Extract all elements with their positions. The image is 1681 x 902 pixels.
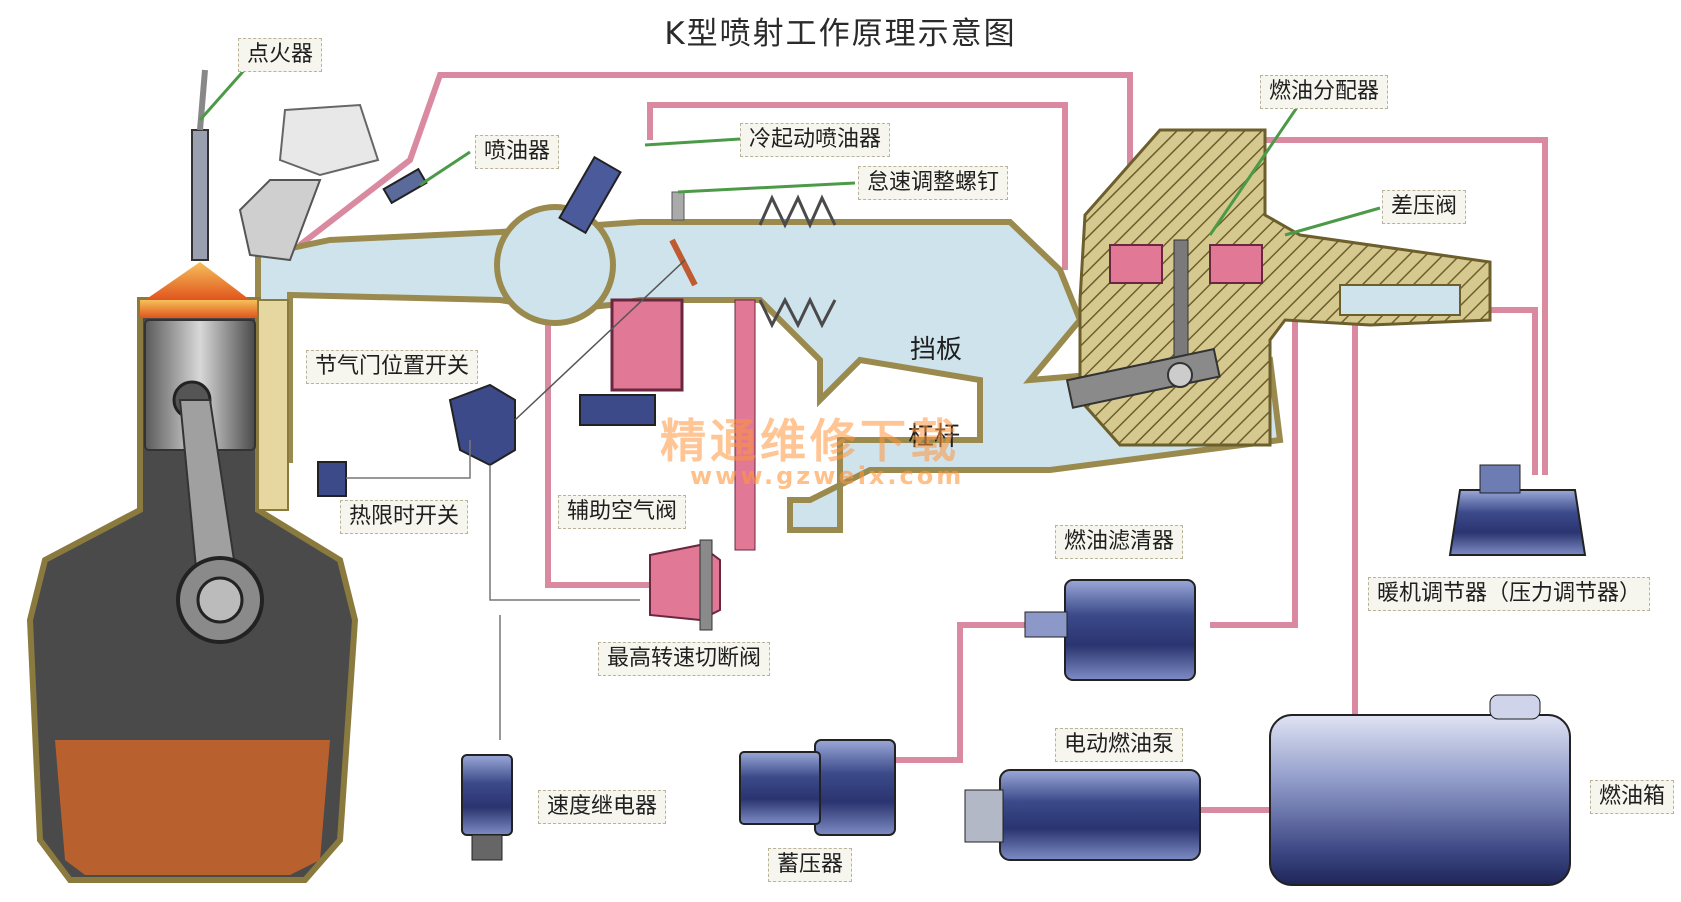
aux-air-valve-disk xyxy=(579,394,656,426)
diagram-title: K型喷射工作原理示意图 xyxy=(664,16,1017,52)
label-fuel-pump: 电动燃油泵 xyxy=(1055,728,1184,762)
thermo-switch-body xyxy=(317,461,347,497)
combustion-flame xyxy=(145,262,250,300)
leader-cold-start xyxy=(644,137,741,147)
watermark-text: 精通维修下载 xyxy=(660,414,960,468)
label-warmup-regulator: 暖机调节器（压力调节器） xyxy=(1368,577,1651,611)
leader-idle-screw xyxy=(677,181,856,194)
warmup-regulator-body xyxy=(1448,489,1587,556)
fuel-filter-nozzle xyxy=(1024,611,1068,638)
throttle-switch-body xyxy=(448,383,516,467)
engine-oil-sump xyxy=(55,740,330,875)
bellows-bottom xyxy=(758,296,837,329)
label-fuel-distributor: 燃油分配器 xyxy=(1260,75,1389,109)
cold-start-injector xyxy=(558,155,622,235)
fuel-tank-cap xyxy=(1489,694,1541,720)
label-accumulator: 蓄压器 xyxy=(768,848,853,882)
accumulator-cap xyxy=(739,751,821,825)
distributor-chamber-right xyxy=(1209,244,1263,284)
cylinder-wall xyxy=(257,299,289,511)
fuel-line-aux xyxy=(545,310,650,588)
fuel-line-warmup xyxy=(1175,137,1548,475)
spark-plug xyxy=(191,129,209,261)
diff-valve-body xyxy=(1339,284,1461,316)
fuel-line-filter-out xyxy=(1210,290,1298,628)
air-plenum xyxy=(494,204,616,326)
label-throttle-switch: 节气门位置开关 xyxy=(306,350,479,384)
label-injector: 喷油器 xyxy=(475,135,560,169)
fuel-pump-terminals xyxy=(964,789,1004,843)
accumulator-body xyxy=(814,739,896,836)
label-diff-valve: 差压阀 xyxy=(1382,190,1467,224)
label-cold-start-injector: 冷起动喷油器 xyxy=(740,123,891,157)
distributor-chamber-left xyxy=(1109,244,1163,284)
label-max-speed-valve: 最高转速切断阀 xyxy=(598,642,771,676)
fuel-lines xyxy=(298,72,1548,813)
aux-air-valve-body xyxy=(610,298,684,392)
spark-plug-wire xyxy=(197,69,208,131)
fuel-injector xyxy=(382,167,428,205)
speed-relay-body xyxy=(461,754,513,836)
label-baffle: 挡板 xyxy=(910,335,962,365)
label-aux-air-valve: 辅助空气阀 xyxy=(558,495,687,529)
speed-relay-base xyxy=(471,834,503,861)
engine xyxy=(26,69,622,883)
vertical-pink-pipe xyxy=(734,299,756,551)
fuel-filter-body xyxy=(1064,579,1196,681)
fuel-distributor-housing xyxy=(1065,128,1492,447)
leader-injector xyxy=(419,150,471,187)
idle-screw xyxy=(671,191,685,221)
label-fuel-filter: 燃油滤清器 xyxy=(1055,525,1184,559)
leader-distributor xyxy=(1208,102,1302,236)
warmup-regulator-top xyxy=(1479,464,1521,494)
throttle-plate xyxy=(669,238,698,287)
lever-pivot xyxy=(1167,362,1193,388)
fuel-line-filter-in xyxy=(895,622,1030,763)
fuel-line-coldstart xyxy=(647,102,1068,270)
control-plunger xyxy=(1173,239,1189,371)
fuel-tank-body xyxy=(1269,714,1571,886)
label-ignitor: 点火器 xyxy=(238,38,323,72)
label-thermo-switch: 热限时开关 xyxy=(340,500,469,534)
crank-journal xyxy=(196,576,244,624)
leader-diff-valve xyxy=(1284,206,1381,237)
label-fuel-tank: 燃油箱 xyxy=(1590,780,1675,814)
electric-wires xyxy=(346,440,640,740)
label-lever: 杠杆 xyxy=(908,422,960,452)
valve-spring xyxy=(238,179,322,262)
valve-cover xyxy=(278,103,380,177)
max-speed-valve-stem xyxy=(699,539,713,631)
throttle-switch-wire xyxy=(514,259,686,421)
combustion-chamber xyxy=(140,300,258,318)
label-speed-relay: 速度继电器 xyxy=(538,790,667,824)
bellows-top xyxy=(758,194,837,229)
watermark-url: www.gzweix.com xyxy=(690,462,965,490)
fuel-pump-body xyxy=(999,769,1201,861)
fuel-line-injector xyxy=(298,72,1133,248)
fuel-line-regulator xyxy=(1490,307,1538,475)
air-intake xyxy=(255,191,1284,533)
components xyxy=(317,259,1587,886)
label-idle-screw: 怠速调整螺钉 xyxy=(858,166,1009,200)
